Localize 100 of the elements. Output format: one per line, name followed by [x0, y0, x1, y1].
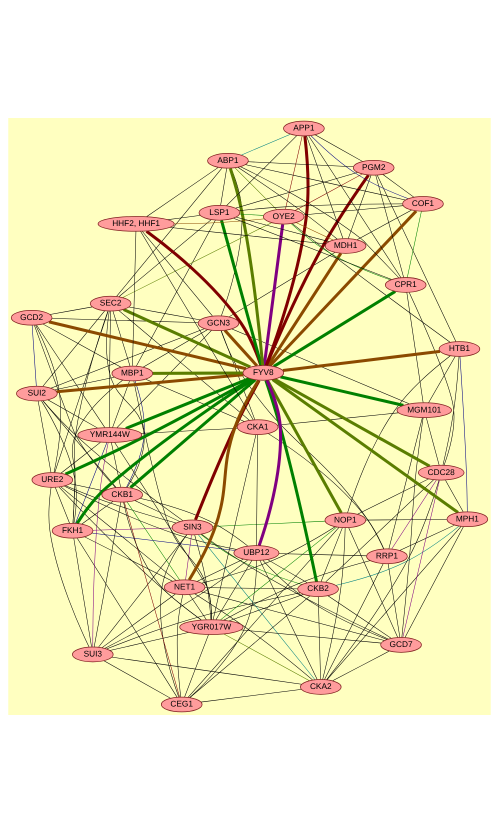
- connector: [55, 486, 70, 524]
- connector: [400, 524, 455, 550]
- connector: [306, 135, 344, 238]
- connector: [241, 133, 291, 155]
- node-ellipse: SIN3: [172, 519, 214, 535]
- connector: [32, 324, 37, 386]
- node-ellipse: CKA2: [300, 678, 342, 694]
- node-ellipse: YGR017W: [179, 618, 244, 634]
- connector: [42, 310, 105, 386]
- connector: [54, 310, 108, 472]
- connector: [428, 356, 456, 402]
- node-ellipse: PGM2: [352, 159, 394, 176]
- connector: [200, 534, 302, 584]
- connector: [402, 416, 424, 638]
- node-ellipse: NET1: [164, 579, 206, 595]
- connector: [204, 586, 298, 589]
- connector: [256, 434, 258, 546]
- connector: [200, 688, 302, 702]
- node-ellipse: ABP1: [207, 152, 249, 168]
- connector: [226, 134, 297, 206]
- connector: [391, 479, 437, 549]
- connector: [126, 380, 145, 488]
- connector: [336, 525, 460, 586]
- connector: [42, 323, 122, 367]
- connector: [201, 533, 389, 639]
- connector: [194, 593, 313, 680]
- connector: [324, 563, 384, 680]
- connector: [328, 594, 392, 638]
- connector: [264, 380, 318, 582]
- node-ellipse: CEG1: [160, 696, 202, 712]
- node-ellipse: MGM101: [396, 402, 452, 418]
- connector: [50, 328, 205, 388]
- connector: [376, 174, 404, 278]
- connector: [310, 135, 408, 198]
- connector: [42, 400, 184, 520]
- connector: [194, 379, 260, 520]
- connector: [357, 478, 429, 514]
- connector: [132, 230, 136, 366]
- connector: [42, 400, 116, 488]
- connector: [326, 480, 440, 680]
- connector: [176, 594, 183, 697]
- connector: [72, 310, 108, 523]
- connector: [152, 370, 243, 374]
- connector: [201, 526, 336, 583]
- connector: [48, 486, 90, 647]
- connector: [388, 563, 400, 638]
- connector: [48, 320, 246, 370]
- node-ellipse: HTB1: [438, 340, 480, 356]
- connector: [106, 310, 144, 488]
- node-ellipse: OYE2: [262, 208, 304, 224]
- connector: [48, 399, 98, 428]
- connector: [146, 230, 262, 366]
- connector: [326, 526, 462, 680]
- connector: [262, 560, 388, 640]
- connector: [216, 560, 252, 620]
- connector: [122, 222, 272, 298]
- node-ellipse: SEC2: [90, 295, 132, 311]
- connector: [35, 324, 61, 472]
- connector: [409, 292, 454, 465]
- connector: [104, 559, 248, 648]
- connector: [116, 330, 212, 428]
- connector: [220, 168, 227, 205]
- connector: [123, 308, 251, 368]
- connector: [50, 306, 92, 314]
- node-ellipse: HHF2, HHF1: [98, 216, 175, 232]
- connector: [258, 379, 282, 546]
- connector: [98, 534, 188, 647]
- connector: [228, 594, 304, 621]
- connector: [238, 166, 338, 239]
- connector: [365, 518, 448, 520]
- node-ellipse: COF1: [402, 196, 444, 212]
- node-ellipse: RRP1: [366, 548, 408, 564]
- connector: [376, 174, 456, 342]
- connector: [274, 377, 430, 468]
- connector: [118, 310, 250, 420]
- connector: [402, 479, 440, 638]
- connector: [238, 203, 403, 210]
- connector: [292, 222, 451, 342]
- connector: [269, 210, 418, 366]
- connector: [268, 432, 384, 548]
- connector: [262, 224, 284, 366]
- connector: [54, 376, 115, 390]
- connector: [36, 324, 105, 428]
- connector: [140, 498, 248, 546]
- connector: [188, 379, 260, 580]
- connector: [347, 355, 450, 513]
- connector: [232, 328, 410, 404]
- node-ellipse: MPH1: [446, 510, 488, 526]
- node-ellipse: APP1: [283, 120, 325, 136]
- connector: [112, 310, 130, 366]
- connector: [314, 134, 363, 162]
- connector: [442, 356, 460, 465]
- node-ellipse: CPR1: [384, 276, 426, 292]
- node-ellipse: MDH1: [324, 238, 366, 254]
- connector: [224, 328, 258, 366]
- connector: [34, 324, 116, 488]
- connector: [185, 534, 192, 580]
- connector: [332, 650, 390, 680]
- connector: [167, 214, 200, 220]
- connector: [212, 520, 326, 526]
